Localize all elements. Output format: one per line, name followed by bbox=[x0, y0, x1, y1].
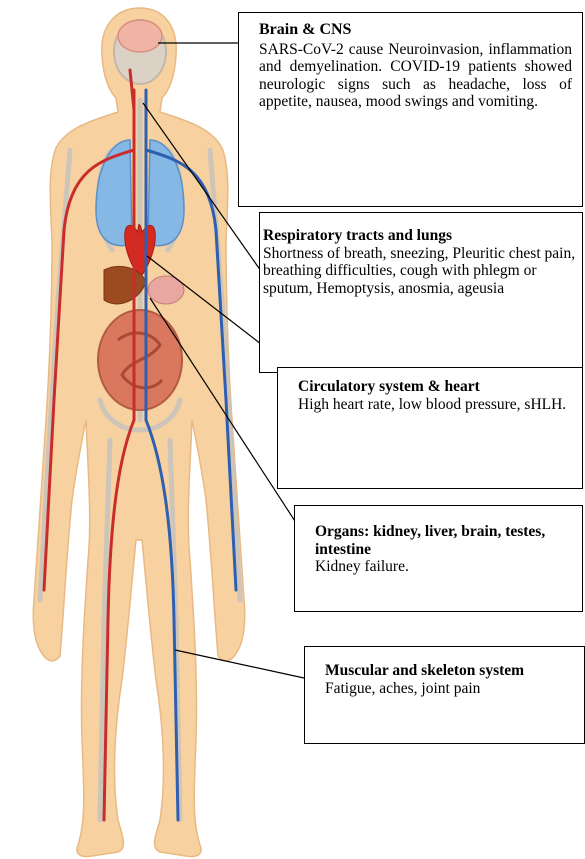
callout-respiratory: Respiratory tracts and lungs Shortness o… bbox=[259, 212, 583, 373]
intestines bbox=[98, 310, 182, 410]
callout-muscular: Muscular and skeleton system Fatigue, ac… bbox=[304, 646, 585, 744]
callout-brain-title: Brain & CNS bbox=[259, 21, 572, 39]
callout-brain: Brain & CNS SARS-CoV-2 cause Neuroinvasi… bbox=[238, 12, 583, 207]
callout-circulatory-title: Circulatory system & heart bbox=[298, 378, 576, 396]
callout-brain-body: SARS-CoV-2 cause Neuroinvasion, inflamma… bbox=[259, 41, 572, 111]
callout-muscular-body: Fatigue, aches, joint pain bbox=[325, 680, 578, 698]
brain bbox=[118, 20, 162, 52]
callout-circulatory-body: High heart rate, low blood pressure, sHL… bbox=[298, 396, 576, 414]
callout-respiratory-body: Shortness of breath, sneezing, Pleuritic… bbox=[263, 245, 579, 298]
callout-circulatory: Circulatory system & heart High heart ra… bbox=[277, 367, 583, 489]
callout-respiratory-title: Respiratory tracts and lungs bbox=[263, 227, 579, 245]
callout-organs: Organs: kidney, liver, brain, testes, in… bbox=[294, 505, 583, 612]
callout-organs-body: Kidney failure. bbox=[315, 558, 576, 576]
callout-muscular-title: Muscular and skeleton system bbox=[325, 662, 578, 680]
callout-organs-title: Organs: kidney, liver, brain, testes, in… bbox=[315, 523, 576, 558]
